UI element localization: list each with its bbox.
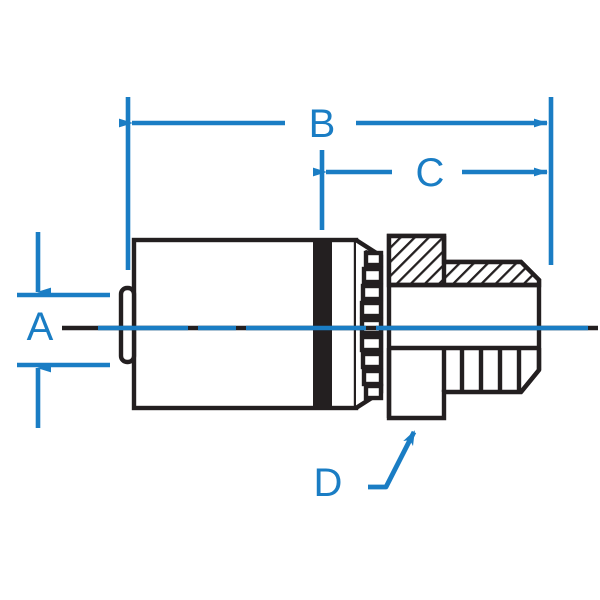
crimp-sleeve-end-lip [118,285,137,365]
serration-stack [359,250,384,401]
dimension-a [17,232,110,428]
part-assembly [118,237,384,411]
dimension-label-d: D [314,461,343,505]
thread-end-chamfer [519,368,541,394]
dimension-label-b: B [309,102,336,146]
dimension-label-a: A [27,305,54,349]
dimension-d [368,430,417,490]
dimension-b [119,97,554,270]
thread-crest-lines [459,348,542,392]
dimension-c [313,150,548,230]
crimp-band [313,242,332,406]
dimension-label-c: C [416,151,445,195]
dim-d-leader-line [368,430,417,490]
